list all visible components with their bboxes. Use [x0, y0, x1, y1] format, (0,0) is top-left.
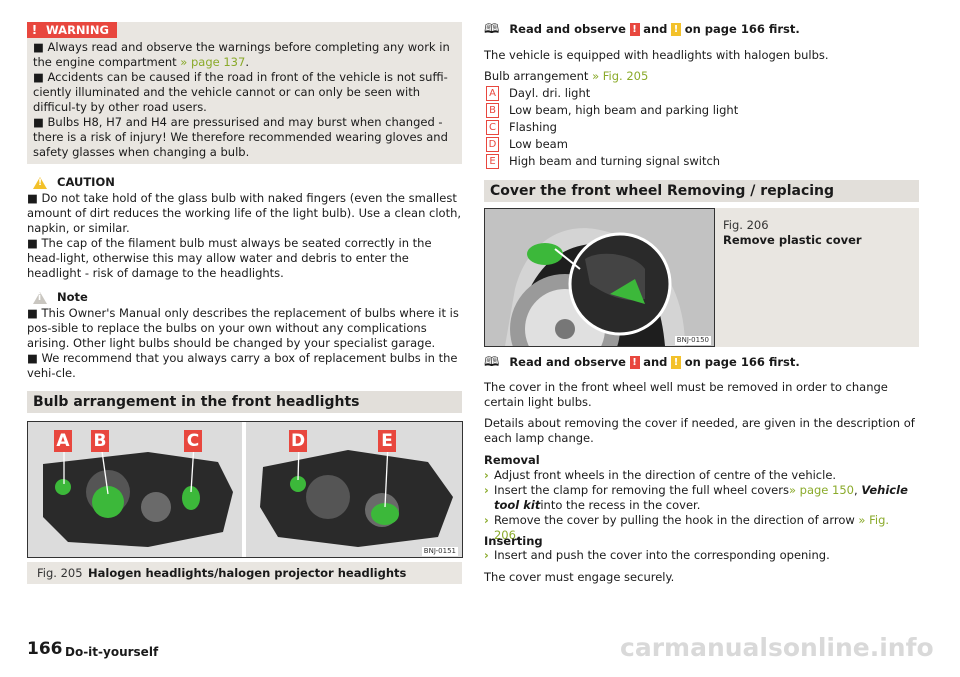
book-icon: 🕮	[484, 22, 500, 37]
caution-icon: !	[671, 356, 682, 369]
page-link[interactable]: » page 150	[788, 483, 854, 497]
warning-header: ! WARNING	[27, 22, 117, 38]
page-number: 166	[27, 639, 63, 659]
caution-header: ! CAUTION	[33, 175, 115, 190]
intro-text: The vehicle is equipped with headlights …	[484, 48, 829, 62]
note-icon: i	[33, 291, 47, 304]
label-e: E	[378, 430, 396, 452]
read-observe-line: 🕮 Read and observe ! and ! on page 166 f…	[484, 22, 800, 37]
list-item: ›Adjust front wheels in the direction of…	[484, 468, 837, 482]
figure-number: Fig. 205	[37, 566, 83, 580]
cover-text: The cover in the front wheel well must b…	[484, 380, 888, 409]
section-title: Bulb arrangement in the front headlights	[27, 391, 462, 413]
watermark: carmanualsonline.info	[620, 633, 934, 662]
removal-heading: Removal	[484, 453, 540, 467]
bulb-arrangement-heading: Bulb arrangement » Fig. 205	[484, 69, 649, 83]
warning-icon: !	[629, 23, 640, 36]
figure-code: BNJ-0150	[674, 336, 711, 345]
figure-caption: Fig. 206 Remove plastic cover	[723, 218, 862, 248]
headlights-illustration	[28, 422, 462, 557]
warning-item: ■ Always read and observe the warnings b…	[33, 40, 450, 69]
figure-206: BNJ-0150	[484, 208, 715, 384]
read-observe-line: 🕮 Read and observe ! and ! on page 166 f…	[484, 355, 800, 370]
section-title: Cover the front wheel Removing / replaci…	[484, 180, 919, 202]
warning-body: ■ Always read and observe the warnings b…	[33, 40, 457, 160]
list-item: ›Insert and push the cover into the corr…	[484, 548, 830, 562]
note-title: Note	[57, 290, 88, 304]
figure-code: BNJ-0151	[421, 547, 458, 556]
warning-item: ■ Accidents can be caused if the road in…	[33, 70, 448, 114]
figure-number: Fig. 206	[723, 218, 769, 232]
warning-icon: !	[27, 22, 42, 38]
removal-steps: ›Adjust front wheels in the direction of…	[484, 468, 916, 543]
page-link[interactable]: » page 137	[180, 55, 246, 69]
note-header: i Note	[33, 290, 88, 305]
chapter-name: Do-it-yourself	[65, 645, 159, 659]
caution-icon: !	[671, 23, 682, 36]
caution-item: ■ The cap of the filament bulb must alwa…	[27, 236, 432, 280]
figure-caption-text: Remove plastic cover	[723, 233, 862, 247]
note-body: ■ This Owner's Manual only describes the…	[27, 306, 462, 381]
warning-box	[27, 22, 462, 164]
figure-link[interactable]: » Fig. 205	[592, 69, 649, 83]
label-a: A	[54, 430, 72, 452]
note-item: ■ This Owner's Manual only describes the…	[27, 306, 459, 350]
label-c: C	[184, 430, 202, 452]
caution-body: ■ Do not take hold of the glass bulb wit…	[27, 191, 462, 281]
caution-icon: !	[33, 176, 47, 189]
caution-title: CAUTION	[57, 175, 115, 189]
caution-item: ■ Do not take hold of the glass bulb wit…	[27, 191, 462, 235]
book-icon: 🕮	[484, 355, 500, 370]
figure-caption: Fig. 205 Halogen headlights/halogen proj…	[27, 562, 462, 584]
inserting-heading: Inserting	[484, 534, 543, 548]
engage-text: The cover must engage securely.	[484, 570, 675, 584]
warning-icon: !	[629, 356, 640, 369]
list-item: ›Insert the clamp for removing the full …	[484, 483, 908, 512]
wheel-well-illustration	[485, 209, 714, 384]
inserting-steps: ›Insert and push the cover into the corr…	[484, 548, 916, 563]
list-item: ›Remove the cover by pulling the hook in…	[484, 513, 890, 542]
cover-details: Details about removing the cover if need…	[484, 416, 915, 445]
label-d: D	[289, 430, 307, 452]
label-b: B	[91, 430, 109, 452]
figure-205: A B C D E BNJ-0151	[27, 421, 463, 558]
warning-title: WARNING	[42, 22, 117, 38]
warning-item: ■ Bulbs H8, H7 and H4 are pressurised an…	[33, 115, 448, 159]
figure-caption-text: Halogen headlights/halogen projector hea…	[88, 566, 407, 580]
note-item: ■ We recommend that you always carry a b…	[27, 351, 458, 380]
figure-link[interactable]: » Fig. 206	[493, 513, 890, 542]
